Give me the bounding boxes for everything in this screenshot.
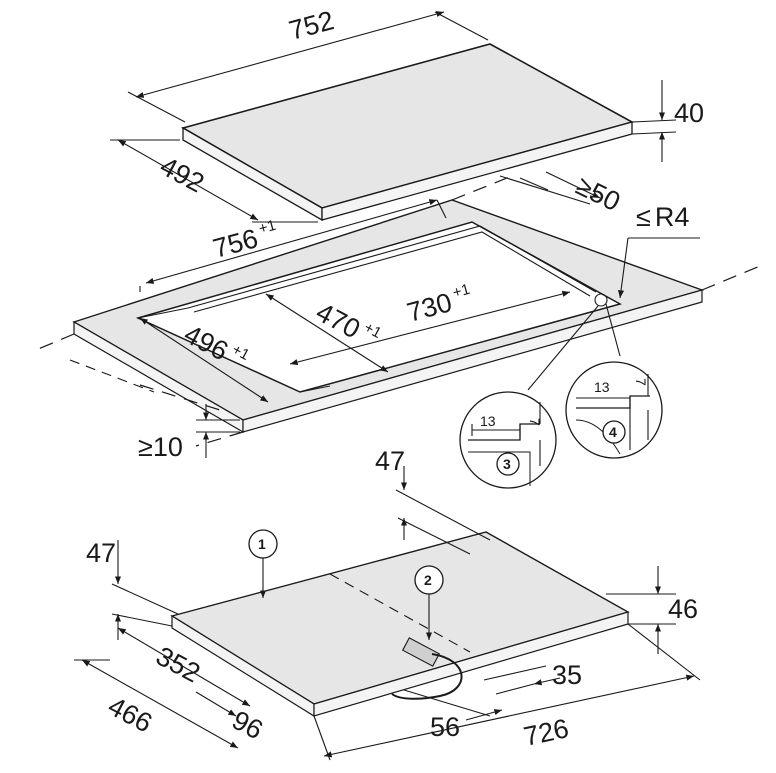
cutout-width-label: 756+1 bbox=[210, 217, 282, 264]
corner-radius-label: ≤R4 bbox=[636, 202, 689, 232]
hob-depth-label: 492 bbox=[155, 151, 209, 199]
underside-left-offset-label: 47 bbox=[86, 538, 116, 568]
hob-height-label: 40 bbox=[674, 98, 704, 128]
underside-inner-depth-label: 352 bbox=[151, 641, 205, 689]
back-clearance-label: ≥50 bbox=[571, 170, 624, 217]
detail-4-label: 4 bbox=[609, 424, 617, 440]
detail-4-dim-b: 7 bbox=[633, 378, 649, 386]
detail-4-dim-a: 13 bbox=[594, 379, 610, 395]
underside-conn-offset-label: 35 bbox=[552, 660, 582, 690]
detail-3: 13 7 3 bbox=[459, 293, 621, 489]
worktop-thickness-label: ≥10 bbox=[138, 432, 183, 462]
detail-4: 13 7 4 bbox=[565, 361, 663, 459]
callout-2-label: 2 bbox=[424, 572, 432, 588]
underside-front-offset-label: 96 bbox=[227, 705, 268, 746]
worktop-cutout-view: 756+1 ≥50 ≤R4 730+1 470+1 496+1 ≥10 bbox=[35, 170, 761, 462]
detail-3-dim-a: 13 bbox=[480, 413, 496, 429]
hob-glass-surface bbox=[180, 43, 635, 209]
hob-top-view: 752 492 40 bbox=[110, 5, 704, 223]
underside-height-label: 46 bbox=[668, 594, 698, 624]
connection-box bbox=[401, 637, 441, 667]
hob-width-label: 752 bbox=[286, 5, 337, 46]
detail-3-dim-b: 7 bbox=[527, 418, 543, 426]
callout-1-label: 1 bbox=[258, 536, 266, 552]
underside-top-offset-label: 47 bbox=[375, 446, 405, 476]
underside-width-label: 726 bbox=[521, 713, 571, 752]
hob-underside-view: 1 2 47 47 46 466 352 96 bbox=[74, 446, 701, 761]
detail-3-label: 3 bbox=[503, 456, 511, 472]
